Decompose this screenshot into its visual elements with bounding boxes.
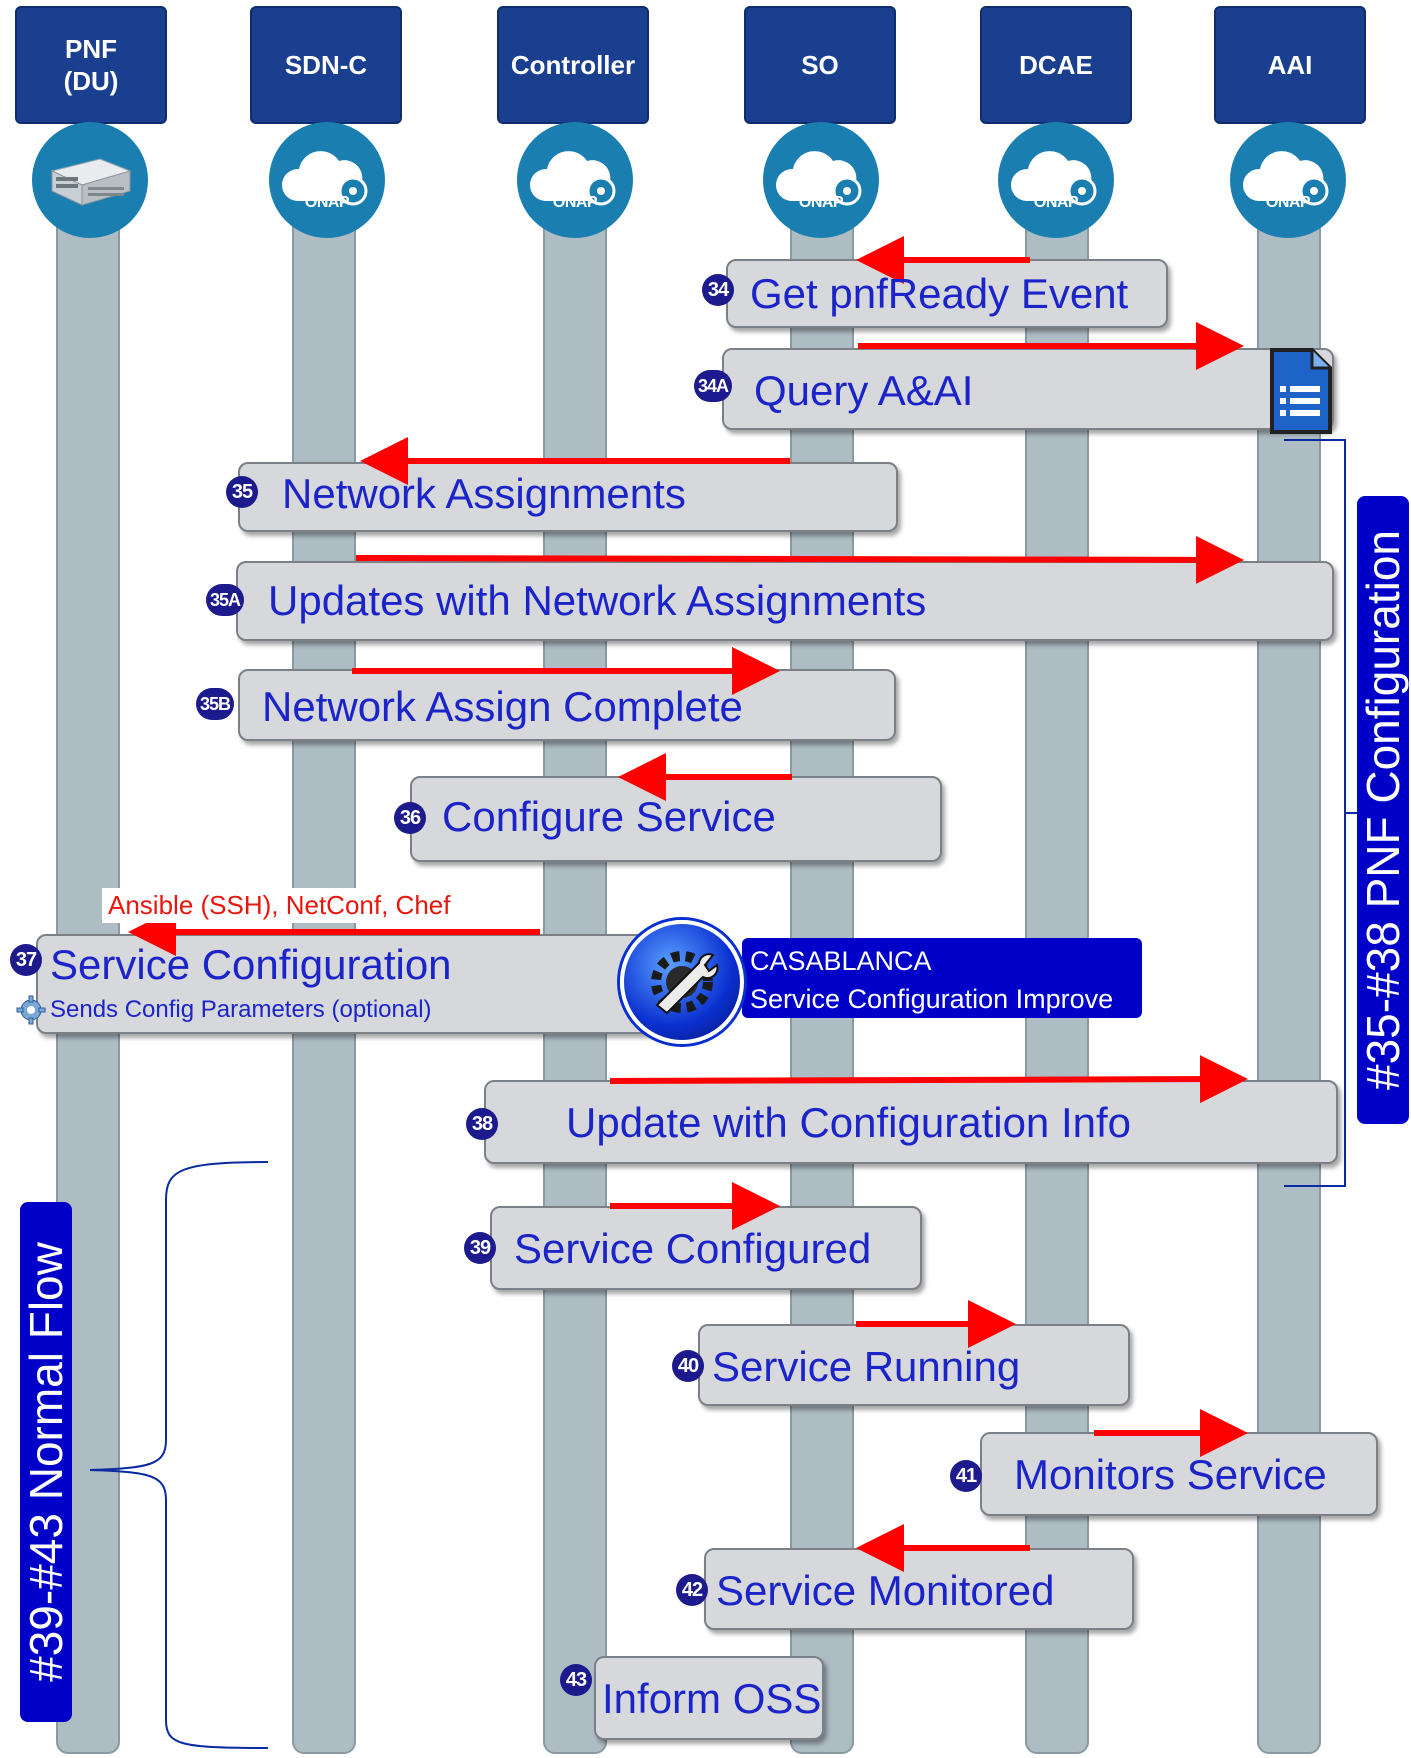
step-number-39: 39: [464, 1232, 496, 1264]
step-number-36: 36: [394, 802, 426, 834]
step-number-43: 43: [560, 1664, 592, 1696]
lane-header-so: SO: [744, 6, 896, 124]
group-label-normal-flow: #39-#43 Normal Flow: [20, 1202, 72, 1722]
step-box-41: [980, 1432, 1378, 1516]
onap-cloud-icon-aai: ONAP: [1230, 122, 1346, 238]
casablanca-note: CASABLANCA Service Configuration Improve: [742, 938, 1142, 1018]
lane-header-aai: AAI: [1214, 6, 1366, 124]
step-number-35: 35: [226, 476, 258, 508]
onap-cloud-icon-so: ONAP: [763, 122, 879, 238]
step-label-40: Service Running: [712, 1343, 1021, 1390]
wrench-gear-icon: [620, 920, 744, 1044]
step-label-42: Service Monitored: [716, 1567, 1055, 1614]
group-label-normal-flow-text: #39-#43 Normal Flow: [20, 1242, 72, 1682]
gear-icon: [16, 995, 46, 1025]
step-number-40: 40: [672, 1350, 704, 1382]
document-list-icon: [1270, 348, 1332, 434]
step-box-43: [594, 1656, 824, 1740]
lane-header-pnf: PNF (DU): [15, 6, 167, 124]
step-label-34: Get pnfReady Event: [750, 270, 1129, 317]
step-label-43: Inform OSS: [602, 1675, 822, 1722]
onap-logo-text: ONAP: [304, 194, 350, 211]
onap-logo-text: ONAP: [798, 194, 844, 211]
step-number-35b: 35B: [196, 688, 235, 720]
lane-header-sdnc: SDN-C: [250, 6, 402, 124]
onap-logo-text: ONAP: [1033, 194, 1079, 211]
casablanca-subtitle: Service Configuration Improve: [750, 984, 1114, 1014]
lane-header-controller: Controller: [497, 6, 649, 124]
onap-cloud-icon-dcae: ONAP: [998, 122, 1114, 238]
group-label-pnf-configuration-text: #35-#38 PNF Configuration: [1357, 530, 1409, 1090]
step-number-34: 34: [702, 274, 734, 306]
step-number-35a: 35A: [206, 584, 245, 616]
step-label-39: Service Configured: [514, 1225, 872, 1272]
step-number-37: 37: [10, 944, 42, 976]
step-label-36: Configure Service: [442, 793, 776, 840]
onap-logo-text: ONAP: [1265, 194, 1311, 211]
step-sublabel-37: Sends Config Parameters (optional): [50, 996, 432, 1023]
step-number-38: 38: [466, 1108, 498, 1140]
group-label-pnf-configuration: #35-#38 PNF Configuration: [1357, 496, 1409, 1124]
pnf-server-icon: [32, 122, 148, 238]
step-label-37: Service Configuration: [50, 941, 452, 988]
step-number-34a: 34A: [694, 370, 733, 402]
step-box-42: [704, 1548, 1134, 1630]
step-label-35a: Updates with Network Assignments: [268, 577, 927, 624]
step-label-41: Monitors Service: [1014, 1451, 1327, 1498]
lane-header-dcae: DCAE: [980, 6, 1132, 124]
step-label-38: Update with Configuration Info: [566, 1099, 1132, 1146]
casablanca-title: CASABLANCA: [750, 946, 932, 976]
protocol-label: Ansible (SSH), NetConf, Chef: [102, 888, 457, 923]
onap-cloud-icon-sdnc: ONAP: [269, 122, 385, 238]
onap-cloud-icon-controller: ONAP: [517, 122, 633, 238]
step-box-36: [410, 776, 942, 862]
step-number-42: 42: [676, 1574, 708, 1606]
step-label-35b: Network Assign Complete: [262, 683, 743, 730]
step-box-35b: [238, 669, 896, 741]
step-number-41: 41: [950, 1460, 982, 1492]
step-label-34a: Query A&AI: [754, 367, 974, 414]
step-box-34: [726, 259, 1168, 328]
step-label-35: Network Assignments: [282, 470, 686, 517]
onap-logo-text: ONAP: [552, 194, 598, 211]
